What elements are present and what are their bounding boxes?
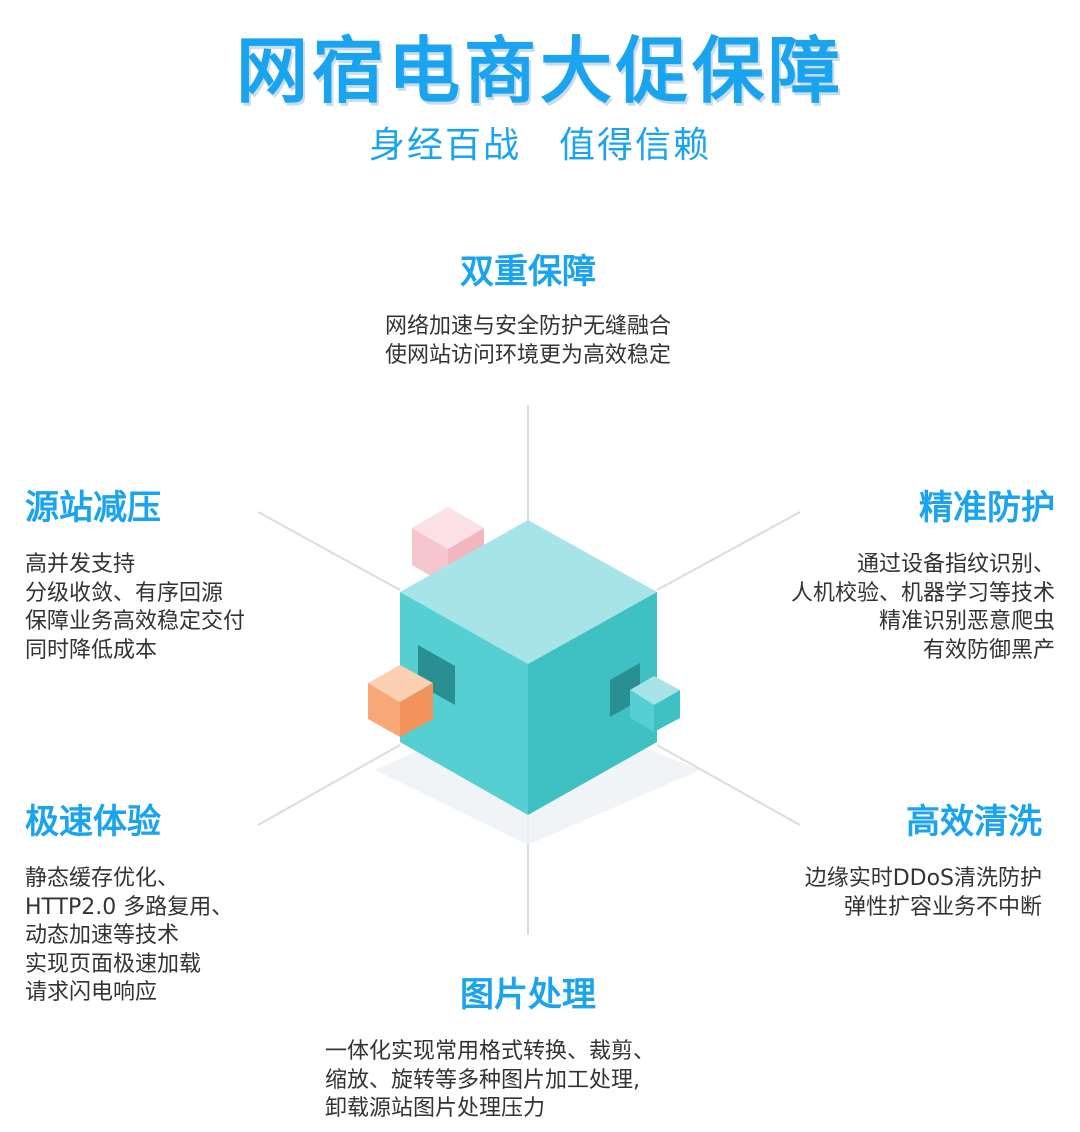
- feature-line: 人机校验、机器学习等技术: [790, 580, 1055, 606]
- feature-line: 弹性扩容业务不中断: [843, 894, 1042, 920]
- feature-line: 高并发支持: [25, 552, 136, 577]
- feature-line: 有效防御黑产: [922, 637, 1055, 663]
- teal-cube: [630, 676, 680, 732]
- feature-desc-fast-experience: 静态缓存优化、 HTTP2.0 多路复用、 动态加速等技术 实现页面极速加载 请…: [25, 865, 233, 1008]
- feature-line: 网络加速与安全防护无缝融合: [384, 314, 671, 339]
- feature-title-origin-offload: 源站减压: [25, 488, 161, 528]
- feature-line: 保障业务高效稳定交付: [25, 609, 246, 634]
- main-cube-right: [528, 592, 657, 815]
- radial-line-top-left: [257, 511, 401, 591]
- feature-title-fast-experience: 极速体验: [25, 802, 161, 842]
- feature-desc-precise-protection: 通过设备指纹识别、 人机校验、机器学习等技术 精准识别恶意爬虫 有效防御黑产: [791, 551, 1055, 665]
- feature-line: 动态加速等技术: [25, 923, 180, 948]
- feature-desc-efficient-scrubbing: 边缘实时DDoS清洗防护 弹性扩容业务不中断: [805, 865, 1042, 922]
- main-cube: [400, 520, 657, 815]
- page-subtitle: 身经百战 值得信赖: [368, 125, 711, 166]
- feature-line: 缩放、旋转等多种图片加工处理,: [325, 1067, 640, 1093]
- feature-title-image-processing: 图片处理: [460, 975, 596, 1015]
- feature-line: 同时降低成本: [25, 637, 158, 663]
- feature-desc-double-protection: 网络加速与安全防护无缝融合 使网站访问环境更为高效稳定: [0, 313, 1056, 370]
- feature-title-precise-protection: 精准防护: [919, 488, 1055, 528]
- feature-title-efficient-scrubbing: 高效清洗: [906, 802, 1042, 842]
- radial-line-bottom-right: [656, 744, 801, 826]
- feature-line: 静态缓存优化、: [25, 866, 180, 891]
- main-cube-left: [400, 592, 528, 815]
- feature-title-double-protection: 双重保障: [460, 252, 596, 292]
- feature-line: 实现页面极速加载: [25, 951, 202, 977]
- feature-line: 请求闪电响应: [25, 980, 158, 1005]
- orange-cube: [368, 665, 433, 737]
- feature-desc-origin-offload: 高并发支持 分级收敛、有序回源 保障业务高效稳定交付 同时降低成本: [25, 551, 245, 665]
- feature-line: 分级收敛、有序回源: [25, 580, 224, 606]
- feature-line: 通过设备指纹识别、: [856, 552, 1055, 577]
- left-socket: [418, 645, 455, 705]
- feature-line: 边缘实时DDoS清洗防护: [804, 866, 1042, 891]
- feature-line: HTTP2.0 多路复用、: [25, 894, 234, 920]
- feature-line: 一体化实现常用格式转换、裁剪、: [325, 1039, 656, 1064]
- radial-line-top-right: [656, 511, 801, 591]
- page-title: 网宿电商大促保障: [235, 29, 844, 113]
- feature-line: 使网站访问环境更为高效稳定: [384, 342, 671, 368]
- feature-line: 卸载源站图片处理压力: [325, 1096, 546, 1121]
- feature-line: 精准识别恶意爬虫: [878, 609, 1055, 634]
- radial-line-bottom-left: [257, 744, 401, 826]
- feature-desc-image-processing: 一体化实现常用格式转换、裁剪、 缩放、旋转等多种图片加工处理, 卸载源站图片处理…: [325, 1038, 655, 1124]
- radial-lines: [257, 405, 801, 935]
- main-cube-top: [400, 520, 657, 664]
